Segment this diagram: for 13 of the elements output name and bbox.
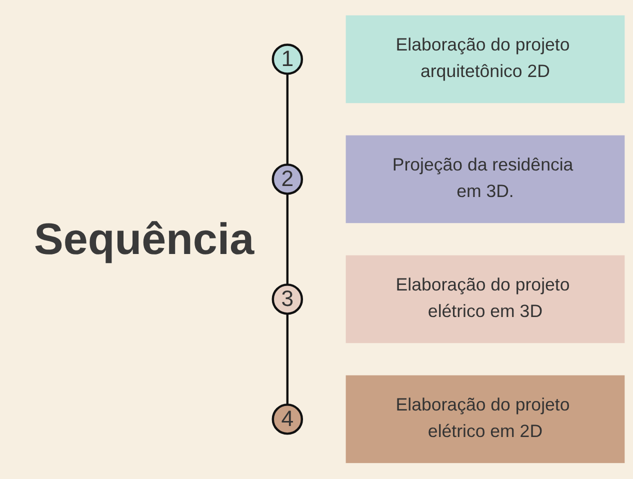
connector bbox=[286, 194, 289, 285]
node-box bbox=[346, 16, 625, 104]
connector bbox=[286, 314, 289, 405]
node-circle bbox=[272, 284, 304, 316]
node-circle bbox=[272, 164, 304, 196]
diagram-title: Sequência bbox=[33, 214, 256, 264]
node-circle bbox=[272, 404, 304, 436]
node-box bbox=[346, 136, 625, 224]
node-box bbox=[346, 376, 625, 464]
connector bbox=[286, 74, 289, 165]
node-box bbox=[346, 256, 625, 344]
node-circle bbox=[272, 44, 304, 76]
sequence-diagram: 1 Elaboração do projeto arquitetônico 2D 2 Projeção da residência em 3D. 3 Elaboração do projeto elétrico em 3D 4 Elaboração do projeto elétrico em 2D bbox=[264, 7, 633, 472]
